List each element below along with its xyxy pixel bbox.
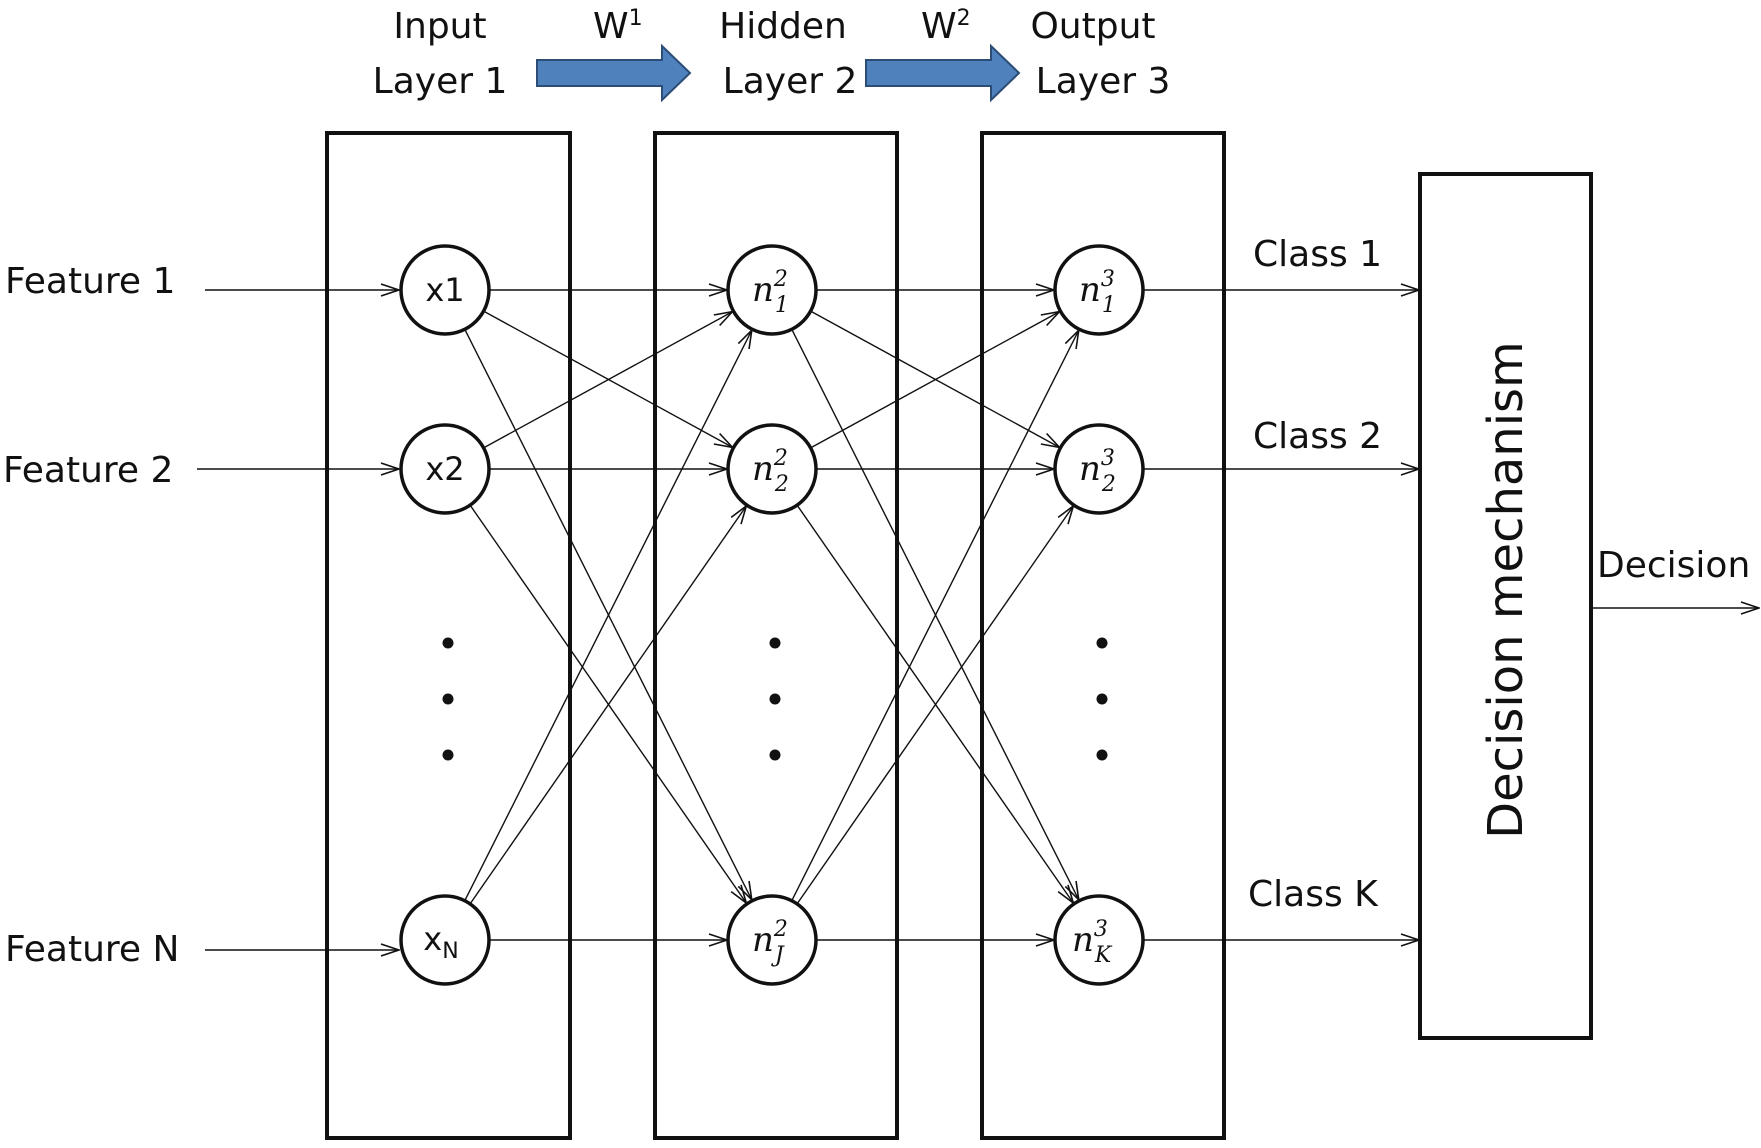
edge-hidden-output-2-1 — [810, 312, 1060, 449]
input-nodes: x1 x2 xN — [399, 244, 491, 986]
decision-mechanism-label: Decision mechanism — [1478, 341, 1534, 839]
feature-n-label: Feature N — [5, 929, 179, 970]
decision-output-label: Decision — [1597, 545, 1750, 586]
input-node-n-label: xN — [423, 920, 458, 964]
hidden-node-j — [726, 894, 818, 986]
weight-w2-arrow-icon — [865, 43, 1021, 103]
class-2-label: Class 2 — [1253, 416, 1382, 457]
input-layer-subtitle: Layer 1 — [373, 61, 508, 102]
hidden-layer-subtitle: Layer 2 — [723, 61, 858, 102]
input-node-n — [399, 894, 491, 986]
input-node-1 — [399, 244, 491, 336]
input-ellipsis-dot-2 — [442, 693, 454, 705]
class-1-label: Class 1 — [1253, 234, 1382, 275]
hidden-node-2 — [726, 423, 818, 515]
input-layer-box — [325, 131, 572, 1140]
edge-input-hidden-3-1 — [464, 330, 752, 902]
output-node-1 — [1053, 244, 1145, 336]
input-layer-title: Input — [393, 6, 486, 47]
weight-w2-label: W2 — [921, 6, 971, 47]
hidden-node-1 — [726, 244, 818, 336]
input-node-2-label: x2 — [425, 450, 464, 488]
input-ellipsis-dot-3 — [442, 749, 454, 761]
input-ellipsis-dot-1 — [442, 637, 454, 649]
output-ellipsis-dot-2 — [1096, 693, 1108, 705]
class-k-label: Class K — [1248, 874, 1379, 915]
weight-w1-label: W1 — [593, 6, 643, 47]
hidden-layer-title: Hidden — [719, 6, 847, 47]
edge-input-hidden-2-1 — [483, 312, 733, 449]
connection-lines — [197, 290, 1759, 950]
input-node-1-label: x1 — [425, 271, 464, 309]
output-layer-box — [980, 131, 1226, 1140]
output-ellipsis-dot-1 — [1096, 637, 1108, 649]
hidden-ellipsis-dot-2 — [769, 693, 781, 705]
hidden-ellipsis-dot-1 — [769, 637, 781, 649]
decision-mechanism-box — [1418, 172, 1593, 1040]
hidden-ellipsis-dot-3 — [769, 749, 781, 761]
feature-2-label: Feature 2 — [3, 450, 173, 491]
output-node-2 — [1053, 423, 1145, 515]
hidden-layer-box — [653, 131, 899, 1140]
output-ellipsis-dot-3 — [1096, 749, 1108, 761]
weight-w1-arrow-icon — [536, 43, 692, 103]
input-node-2 — [399, 423, 491, 515]
output-node-k — [1053, 894, 1145, 986]
edge-hidden-output-3-2 — [796, 506, 1073, 905]
edge-input-hidden-3-2 — [469, 506, 746, 905]
output-layer-title: Output — [1030, 6, 1155, 47]
ellipsis-dots — [442, 637, 1108, 761]
feature-1-label: Feature 1 — [5, 261, 175, 302]
output-layer-subtitle: Layer 3 — [1036, 61, 1171, 102]
edge-hidden-output-3-1 — [791, 330, 1079, 902]
